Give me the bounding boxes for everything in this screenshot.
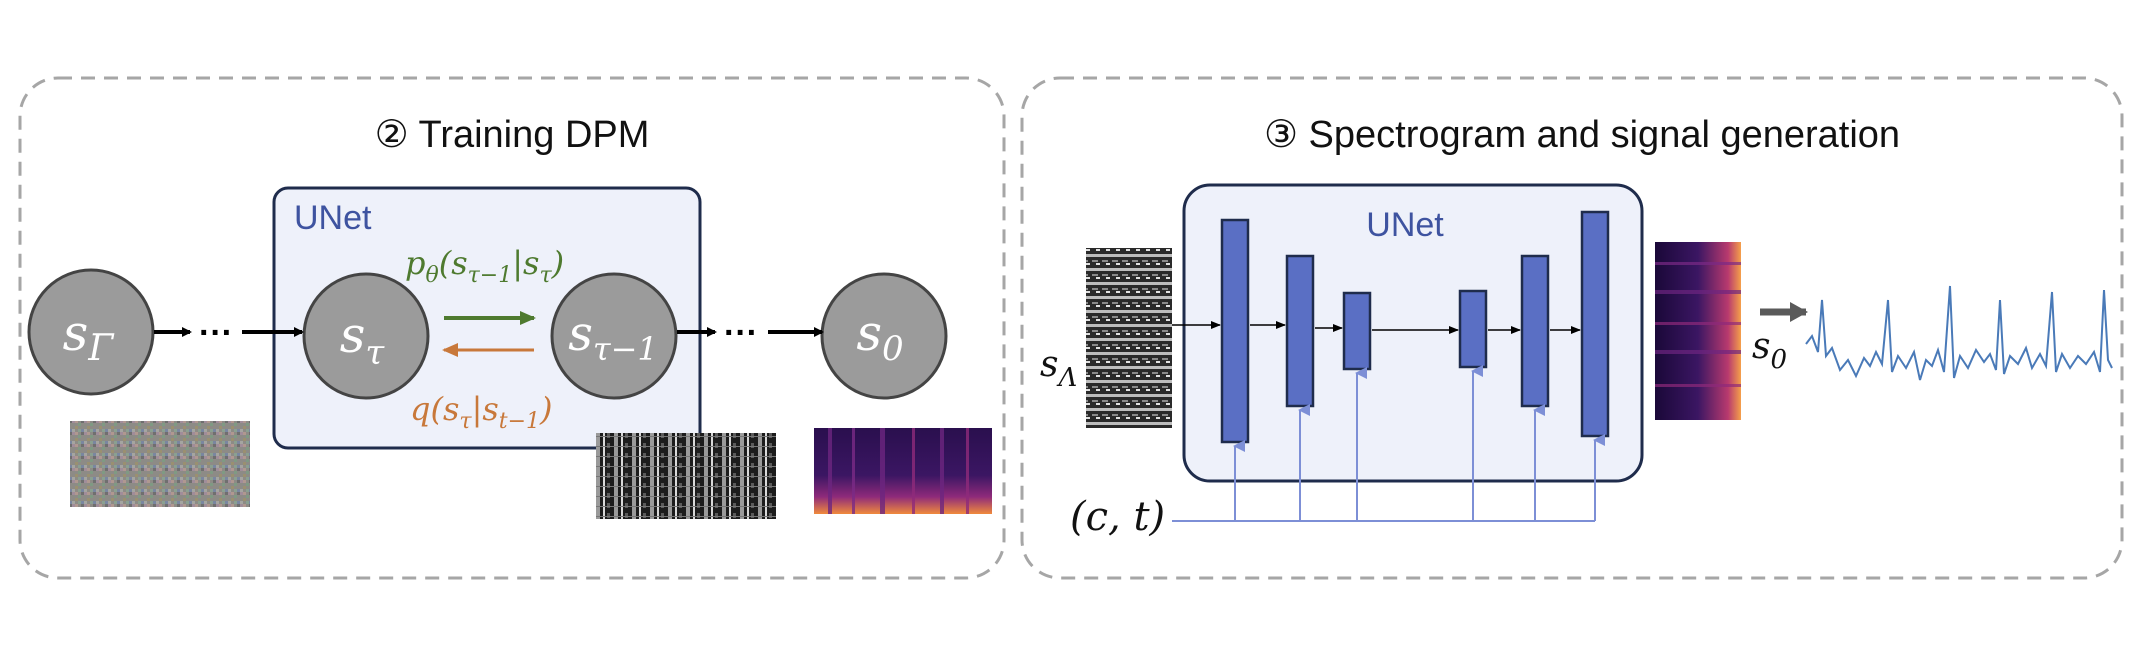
svg-text:sτ−1: sτ−1 xyxy=(568,306,658,368)
unet-block-5 xyxy=(1520,254,1550,408)
unet-label-generation: UNet xyxy=(1366,206,1444,244)
svg-text:sτ: sτ xyxy=(340,306,386,373)
unet-block-1 xyxy=(1220,218,1250,444)
signal-waveform xyxy=(1805,285,2113,381)
unet-block-4 xyxy=(1458,289,1488,369)
ellipsis-2: ··· xyxy=(724,314,758,352)
svg-text:s0: s0 xyxy=(856,304,903,369)
ellipsis-1: ··· xyxy=(199,314,233,352)
output-label: s0 xyxy=(1752,326,1787,375)
input-label: sΛ xyxy=(1040,344,1077,393)
condition-label: (c, t) xyxy=(1070,494,1165,540)
gray-spectrogram-image xyxy=(596,433,776,519)
unet-block-2 xyxy=(1285,254,1315,408)
node-s-gamma: sΓ xyxy=(27,268,155,396)
backward-label: q(sτ|st−1) xyxy=(410,390,553,434)
noise-image xyxy=(70,421,250,507)
node-s-tau: sτ xyxy=(302,272,430,400)
unet-label-training: UNet xyxy=(294,199,372,237)
panel-generation-title: ③ Spectrogram and signal generation xyxy=(1264,114,1900,156)
input-spectrogram-image xyxy=(1086,248,1172,428)
magma-spectrogram-image xyxy=(814,428,992,514)
unet-block-3 xyxy=(1342,291,1372,371)
svg-text:sΓ: sΓ xyxy=(63,304,116,369)
node-s-zero: s0 xyxy=(820,272,948,400)
unet-flow-arrows xyxy=(1172,321,1581,334)
panel-training-title: ② Training DPM xyxy=(375,114,650,156)
condition-lines xyxy=(1172,365,1605,522)
output-spectrogram-image xyxy=(1655,242,1741,420)
unet-block-6 xyxy=(1580,210,1610,438)
panel-generation-frame xyxy=(1020,76,2124,580)
node-s-tau-minus-1: sτ−1 xyxy=(550,272,678,400)
panel-training-frame xyxy=(18,76,1006,580)
forward-label: pθ(sτ−1|sτ) xyxy=(405,244,564,288)
